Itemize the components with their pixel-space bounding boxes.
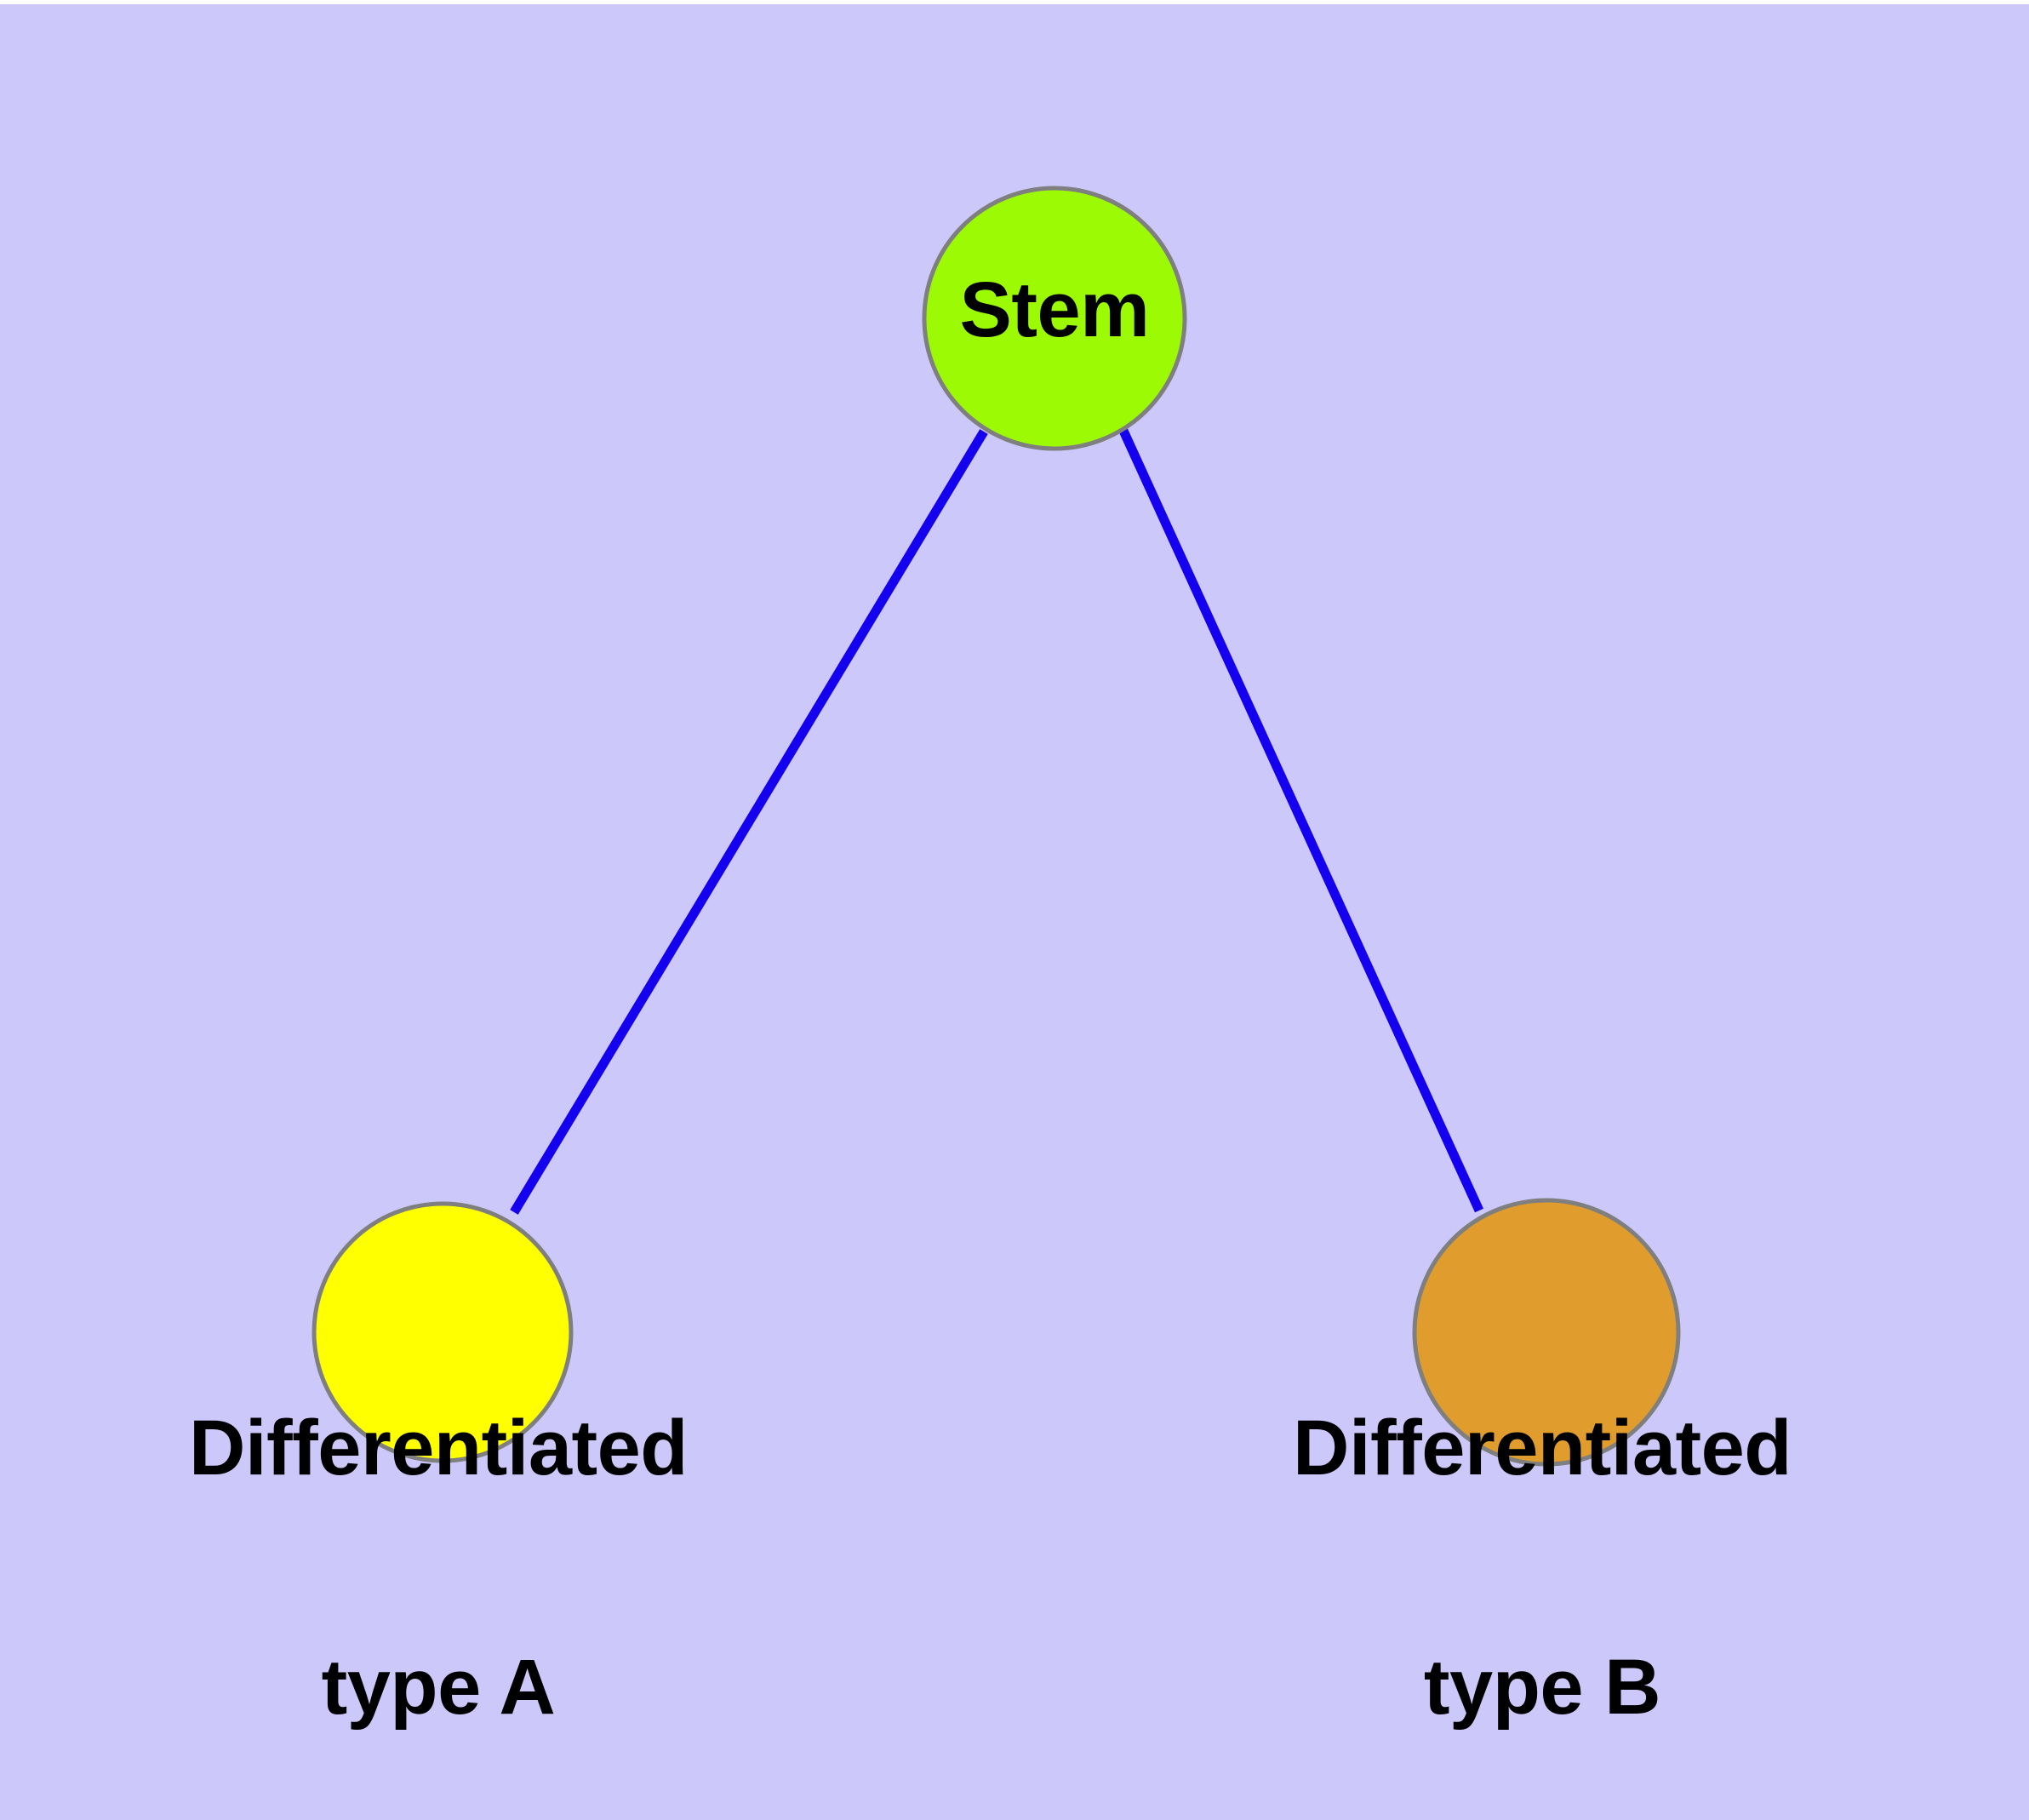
nodes-group: [311, 186, 1681, 1467]
edges-group: [510, 428, 1484, 1215]
node-circle-differentiated-type-a[interactable]: [311, 1201, 574, 1463]
edge-stem-to-differentiated-a: [510, 429, 988, 1215]
edge-stem-to-differentiated-b: [1118, 428, 1484, 1213]
node-circle-differentiated-type-b[interactable]: [1412, 1198, 1681, 1467]
node-circle-stem[interactable]: [922, 186, 1187, 451]
